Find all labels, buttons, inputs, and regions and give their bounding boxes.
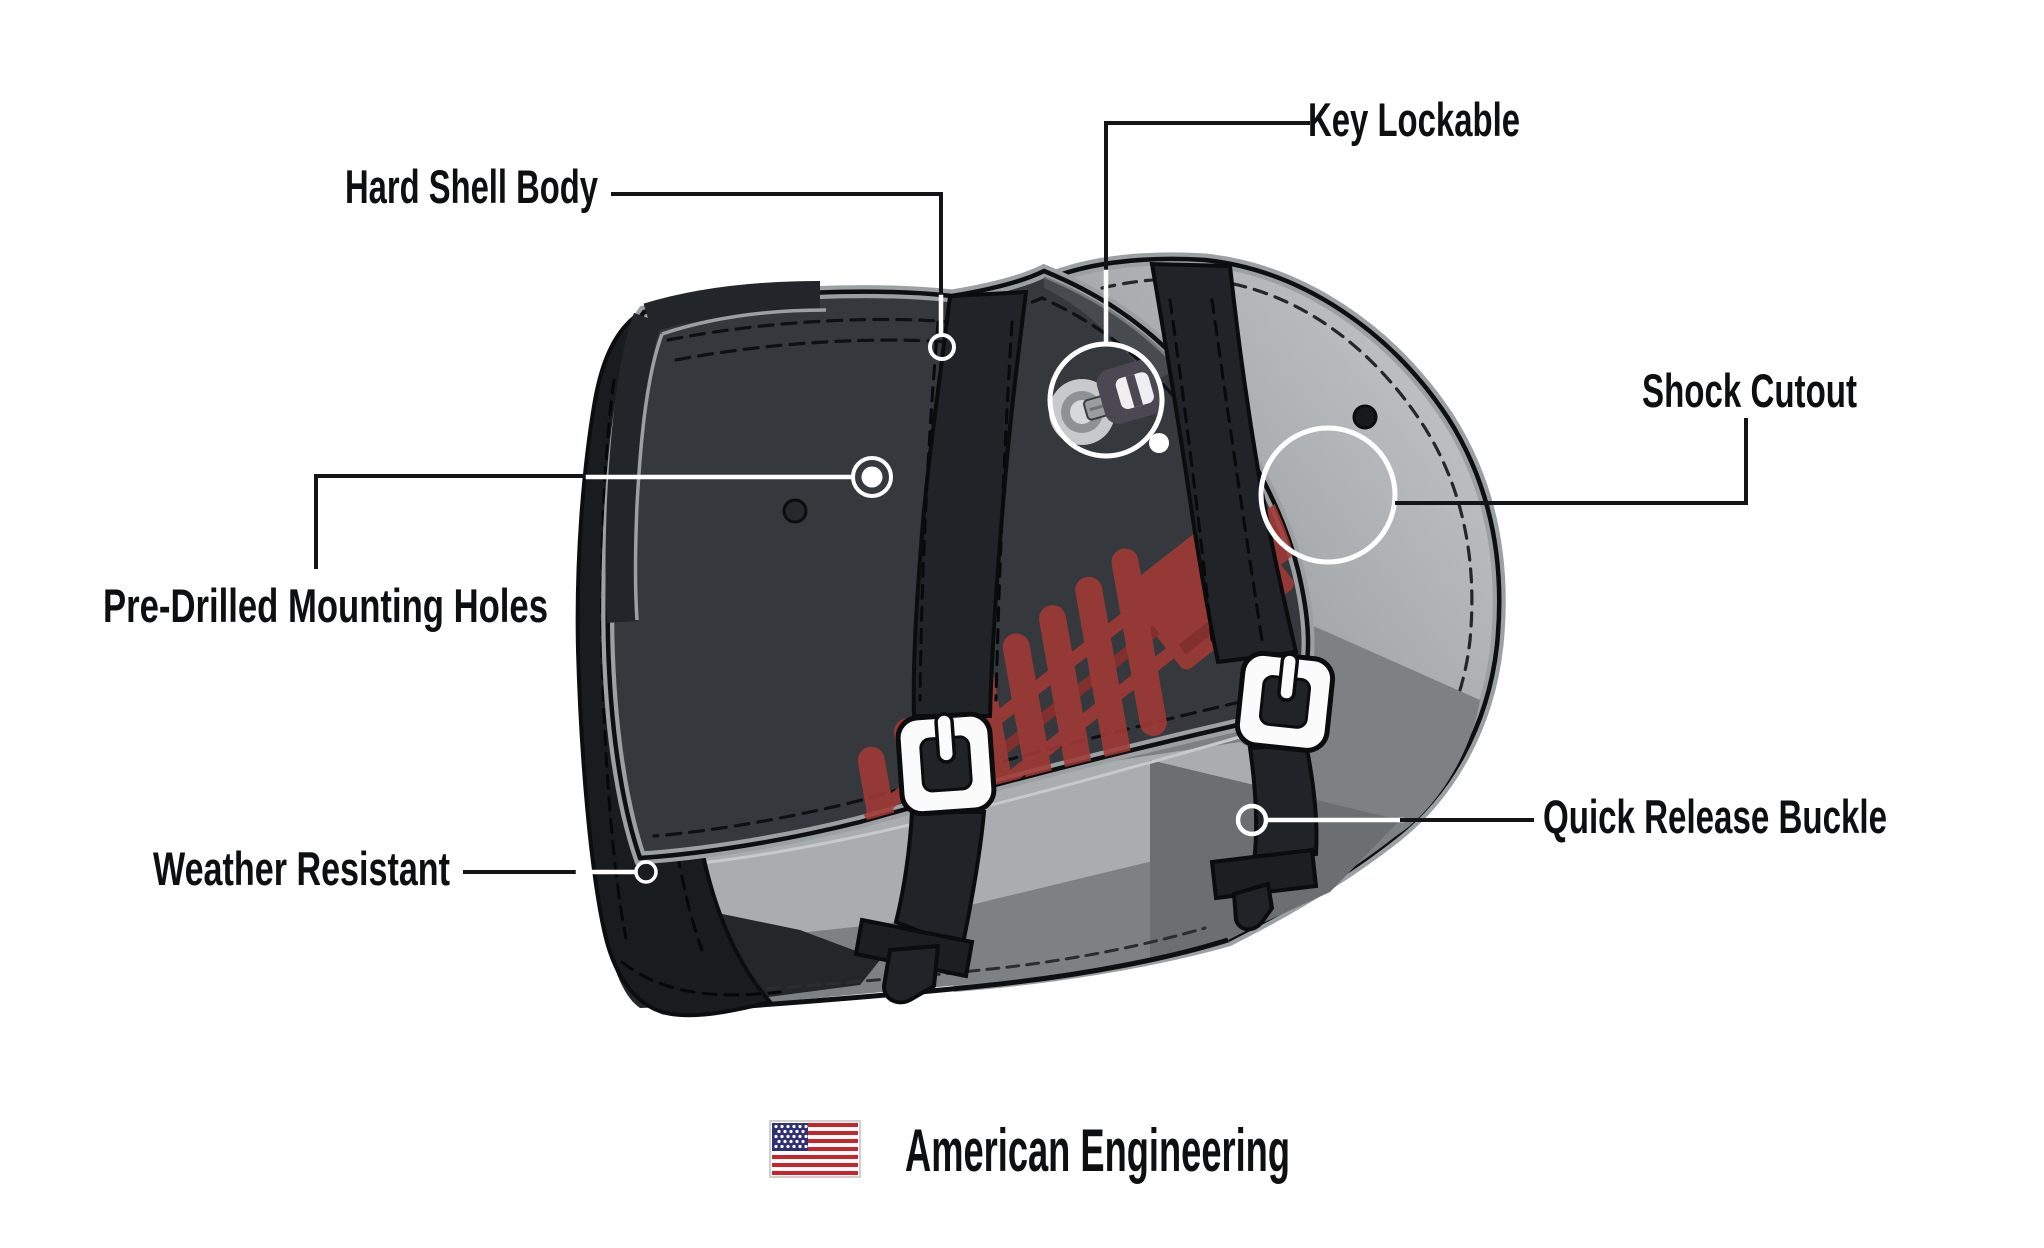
callout-label-key-lockable: Key Lockable bbox=[1308, 93, 1520, 146]
callout-label-hard-shell-body: Hard Shell Body bbox=[345, 160, 598, 213]
callout-leader-lines bbox=[314, 121, 1748, 875]
us-flag-icon bbox=[769, 1120, 861, 1178]
callout-label-quick-release-buckle: Quick Release Buckle bbox=[1543, 790, 1887, 843]
footer-text: American Engineering bbox=[905, 1117, 1290, 1184]
lock-white-dot bbox=[1149, 433, 1169, 453]
rivet-dot bbox=[1352, 404, 1378, 430]
right-strap bbox=[1149, 261, 1336, 932]
left-buckle bbox=[895, 711, 997, 817]
right-buckle bbox=[1234, 650, 1336, 753]
lock-and-key-icon bbox=[1049, 359, 1166, 445]
callout-label-shock-cutout: Shock Cutout bbox=[1642, 364, 1857, 417]
left-strap bbox=[853, 289, 1029, 1005]
shock-cutout-circle bbox=[1258, 425, 1398, 565]
rivet-dot bbox=[782, 498, 808, 524]
callout-label-pre-drilled-mounting-holes: Pre-Drilled Mounting Holes bbox=[103, 579, 548, 632]
callout-label-weather-resistant: Weather Resistant bbox=[153, 842, 450, 895]
